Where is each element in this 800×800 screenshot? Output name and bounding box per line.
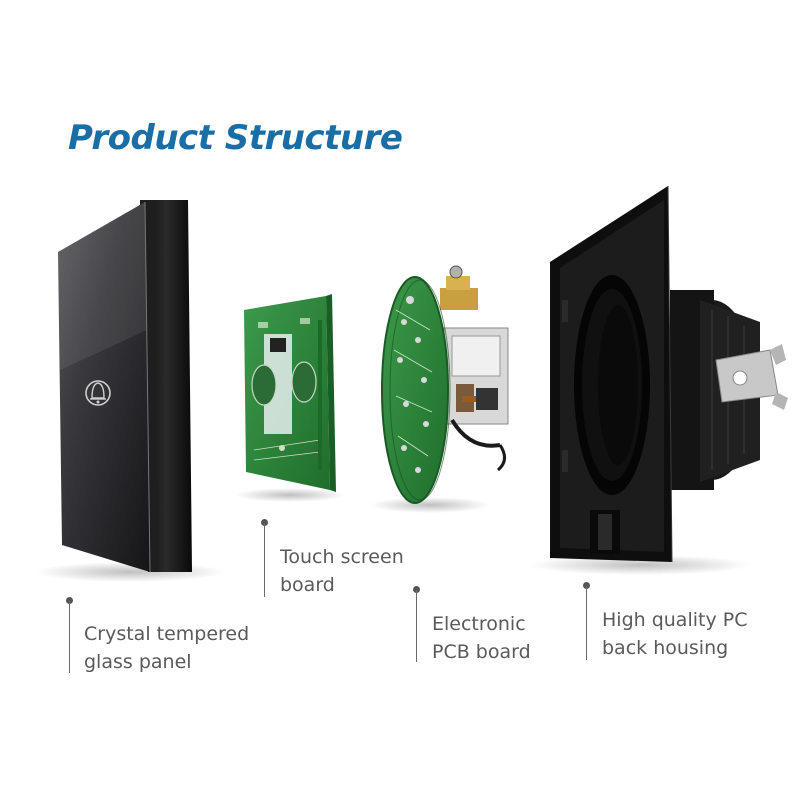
glass-panel-image xyxy=(58,200,192,573)
glass-panel-label-line-1: Crystal tempered xyxy=(84,623,250,645)
touch-board-label: Touch screen board xyxy=(280,543,404,599)
back-housing-callout-dot xyxy=(583,582,590,589)
metal-clip xyxy=(715,344,788,410)
touch-board-callout-dot xyxy=(261,519,268,526)
touch-board-callout-line xyxy=(264,523,265,597)
back-housing-callout-line xyxy=(586,586,587,660)
pcb-board-label: Electronic PCB board xyxy=(432,610,531,666)
back-housing-image xyxy=(550,185,788,563)
back-housing-label-line-2: back housing xyxy=(602,637,729,659)
pcb-board-image xyxy=(381,265,509,504)
back-housing-label-line-1: High quality PC xyxy=(602,609,748,631)
glass-panel-label-line-2: glass panel xyxy=(84,651,192,673)
pcb-board-label-line-1: Electronic xyxy=(432,613,526,635)
glass-panel-callout-line xyxy=(69,601,70,673)
pcb-board-callout-dot xyxy=(413,586,420,593)
bell-icon xyxy=(85,380,111,406)
pcb-board-label-line-2: PCB board xyxy=(432,641,531,663)
page-title: Product Structure xyxy=(68,118,403,158)
glass-panel-callout-dot xyxy=(66,597,73,604)
touch-board-label-line-2: board xyxy=(280,574,335,596)
pcb-board-callout-line xyxy=(416,590,417,662)
touch-board-image xyxy=(244,294,336,492)
back-housing-label: High quality PC back housing xyxy=(602,606,747,662)
touch-board-label-line-1: Touch screen xyxy=(280,546,404,568)
glass-panel-label: Crystal tempered glass panel xyxy=(84,620,249,676)
